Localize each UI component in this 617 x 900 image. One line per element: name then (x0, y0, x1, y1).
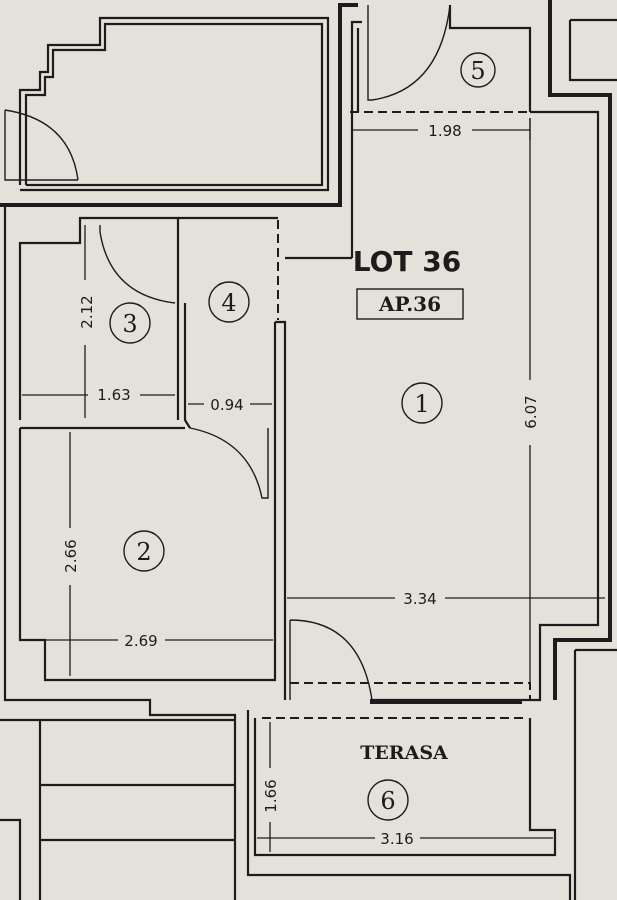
room-number-2: 2 (136, 538, 151, 566)
room-5: 5 (350, 4, 532, 113)
room-number-4: 4 (221, 289, 236, 317)
lot-title: LOT 36 (353, 245, 461, 278)
dim-terrace-height: 1.66 (262, 779, 280, 812)
neighbor-unit-top-left (4, 16, 330, 192)
dim-terrace-width: 3.16 (380, 830, 413, 848)
dim-room3-height: 2.12 (78, 295, 96, 328)
dim-room3-width: 1.63 (97, 386, 130, 404)
room-number-3: 3 (122, 310, 137, 338)
dim-room1-length: 6.07 (522, 395, 540, 428)
apartment-label: AP.36 (378, 292, 441, 316)
terrace-label: TERASA (360, 742, 448, 764)
dim-room5-width: 1.98 (428, 122, 461, 140)
room-number-5: 5 (470, 57, 485, 85)
dim-room4-width: 0.94 (210, 396, 243, 414)
room-2: 2 (18, 426, 277, 682)
room-number-6: 6 (380, 787, 395, 815)
room-number-1: 1 (414, 390, 429, 418)
dim-room2-height: 2.66 (62, 539, 80, 572)
room-1: 1 LOT 36 AP.36 (273, 110, 600, 704)
dim-room2-width: 2.69 (124, 632, 157, 650)
dim-room1-width: 3.34 (403, 590, 436, 608)
room-3: 3 (18, 216, 180, 420)
room-4: 4 (178, 216, 278, 429)
dimension-lines: 1.98 6.07 3.34 2.12 1.63 0.94 2.66 2.69 … (22, 118, 605, 852)
terrace: TERASA 6 (253, 717, 557, 857)
